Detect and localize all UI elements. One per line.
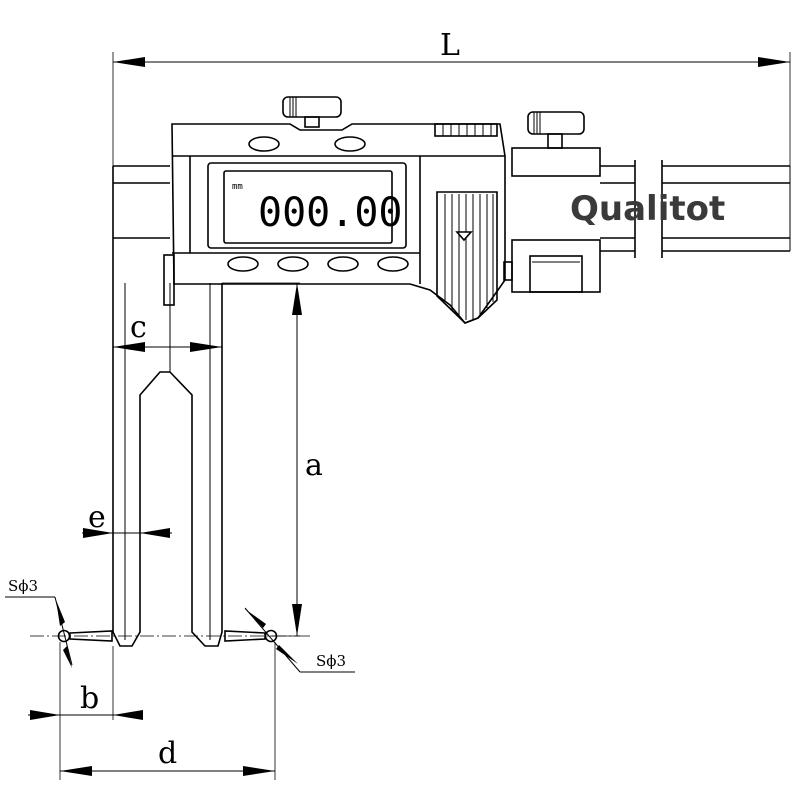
button-top-right xyxy=(334,136,366,152)
lcd-unit: mm xyxy=(232,182,243,192)
dim-label-d: d xyxy=(158,736,177,771)
lcd-display xyxy=(207,162,407,249)
lcd-value: 000.00 xyxy=(258,190,403,236)
labels: L a c e b d Sϕ3 Sϕ3 mm 000.00 Qualitot xyxy=(8,28,725,771)
locking-knob xyxy=(282,96,342,128)
dim-label-b: b xyxy=(80,681,99,716)
dim-label-e: e xyxy=(88,500,106,535)
moving-jaw xyxy=(163,254,223,647)
tip-leaders xyxy=(5,596,355,673)
extension-lines xyxy=(59,52,791,780)
tip-label-left: Sϕ3 xyxy=(8,577,38,595)
dim-label-a: a xyxy=(305,448,323,483)
fine-adjust-knob xyxy=(503,111,601,293)
brand-logo-text: Qualitot xyxy=(570,189,725,229)
slider-body xyxy=(171,123,506,324)
beam xyxy=(113,160,791,258)
dimension-lines xyxy=(28,57,790,776)
button-top-left xyxy=(248,136,280,152)
fixed-jaw xyxy=(112,166,170,647)
dim-label-c: c xyxy=(130,310,147,345)
dim-label-L: L xyxy=(440,28,460,63)
tip-label-right: Sϕ3 xyxy=(316,652,346,670)
